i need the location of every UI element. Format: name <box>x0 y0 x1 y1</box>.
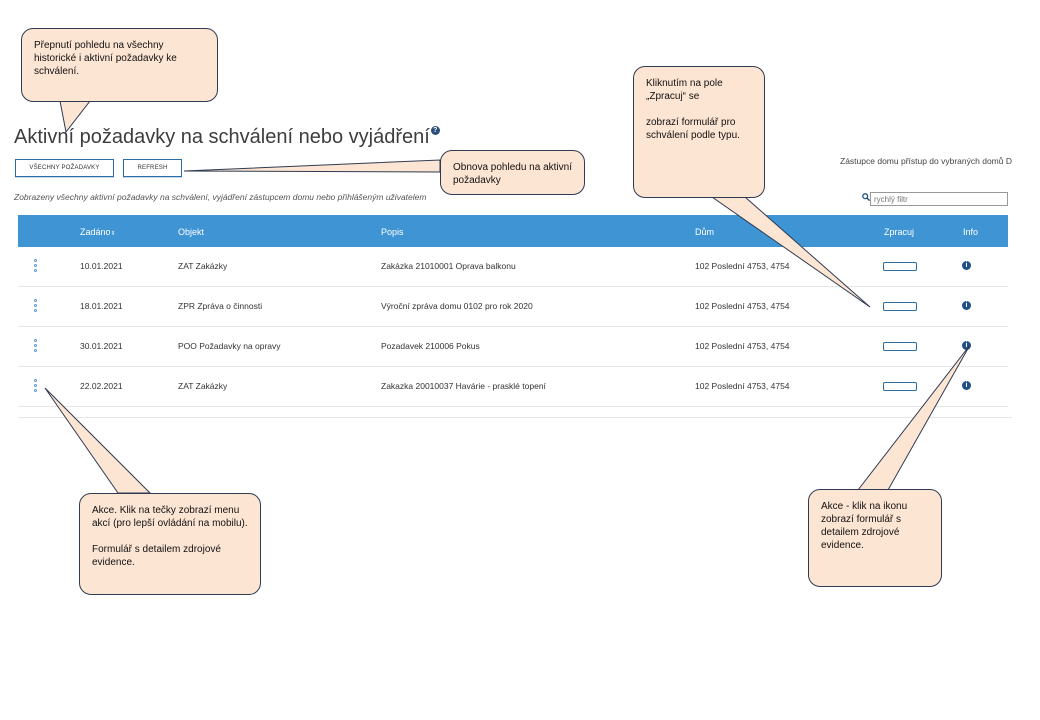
question-circle-icon[interactable]: ? <box>430 126 440 135</box>
column-header-object[interactable]: Objekt <box>178 227 205 237</box>
callout-info: Akce - klik na ikonu zobrazí formulář s … <box>808 489 942 587</box>
table-row: 22.02.2021 ZAT Zakázky Zakazka 20010037 … <box>18 367 1008 407</box>
callout-all-requests: Přepnutí pohledu na všechny historické i… <box>21 28 218 102</box>
actions-menu-icon[interactable] <box>34 299 37 315</box>
cell-object: ZAT Zakázky <box>178 381 228 391</box>
all-requests-button[interactable]: VŠECHNY POŽADAVKY <box>15 159 114 177</box>
cell-date: 18.01.2021 <box>80 301 123 311</box>
cell-description: Zakázka 21010001 Oprava balkonu <box>381 261 516 271</box>
info-icon[interactable]: i <box>962 261 971 270</box>
callout-pointer-refresh <box>183 159 441 173</box>
info-icon[interactable]: i <box>962 381 971 390</box>
column-header-date[interactable]: Zadáno⬍ <box>80 227 116 237</box>
actions-menu-icon[interactable] <box>34 379 37 395</box>
table-footer-divider <box>18 417 1012 418</box>
table-row: 10.01.2021 ZAT Zakázky Zakázka 21010001 … <box>18 247 1008 287</box>
info-icon[interactable]: i <box>962 301 971 310</box>
refresh-button-label: REFRESH <box>137 165 168 171</box>
info-icon[interactable]: i <box>962 341 971 350</box>
process-button[interactable] <box>883 262 917 271</box>
column-header-info: Info <box>963 227 979 237</box>
table-header: Zadáno⬍ Objekt Popis Dům Zpracuj Info <box>18 215 1008 247</box>
process-button[interactable] <box>883 382 917 391</box>
column-header-process: Zpracuj <box>884 227 915 237</box>
cell-description: Výroční zpráva domu 0102 pro rok 2020 <box>381 301 533 311</box>
cell-date: 10.01.2021 <box>80 261 123 271</box>
cell-house: 102 Poslední 4753, 4754 <box>695 341 790 351</box>
cell-object: ZPR Zpráva o činnosti <box>178 301 263 311</box>
cell-date: 30.01.2021 <box>80 341 123 351</box>
representative-info: Zástupce domu přístup do vybraných domů … <box>840 156 1012 166</box>
column-header-date-label: Zadáno <box>80 227 111 237</box>
search-icon <box>862 193 870 201</box>
cell-description: Pozadavek 210006 Pokus <box>381 341 480 351</box>
sort-icon[interactable]: ⬍ <box>110 231 116 237</box>
table-row: 18.01.2021 ZPR Zpráva o činnosti Výroční… <box>18 287 1008 327</box>
callout-actions: Akce. Klik na tečky zobrazí menu akcí (p… <box>79 493 261 595</box>
cell-object: ZAT Zakázky <box>178 261 228 271</box>
process-button[interactable] <box>883 342 917 351</box>
actions-menu-icon[interactable] <box>34 339 37 355</box>
actions-menu-icon[interactable] <box>34 259 37 275</box>
column-header-description[interactable]: Popis <box>381 227 404 237</box>
table-row: 30.01.2021 POO Požadavky na opravy Pozad… <box>18 327 1008 367</box>
page-title: Aktivní požadavky na schválení nebo vyjá… <box>14 126 440 149</box>
cell-date: 22.02.2021 <box>80 381 123 391</box>
cell-description: Zakazka 20010037 Havárie - prasklé topen… <box>381 381 546 391</box>
process-button[interactable] <box>883 302 917 311</box>
cell-object: POO Požadavky na opravy <box>178 341 281 351</box>
cell-house: 102 Poslední 4753, 4754 <box>695 381 790 391</box>
cell-house: 102 Poslední 4753, 4754 <box>695 301 790 311</box>
page-subtitle: Zobrazeny všechny aktivní požadavky na s… <box>14 192 427 202</box>
requests-table: Zadáno⬍ Objekt Popis Dům Zpracuj Info 10… <box>18 215 1008 407</box>
refresh-button[interactable]: REFRESH <box>123 159 182 177</box>
callout-refresh: Obnova pohledu na aktivní požadavky <box>440 150 585 195</box>
all-requests-button-label: VŠECHNY POŽADAVKY <box>29 165 100 171</box>
page-title-text: Aktivní požadavky na schválení nebo vyjá… <box>14 126 430 148</box>
callout-process: Kliknutím na pole „Zpracuj“ se zobrazí f… <box>633 66 765 198</box>
quick-filter-input[interactable] <box>870 192 1008 206</box>
cell-house: 102 Poslední 4753, 4754 <box>695 261 790 271</box>
column-header-house[interactable]: Dům <box>695 227 715 237</box>
